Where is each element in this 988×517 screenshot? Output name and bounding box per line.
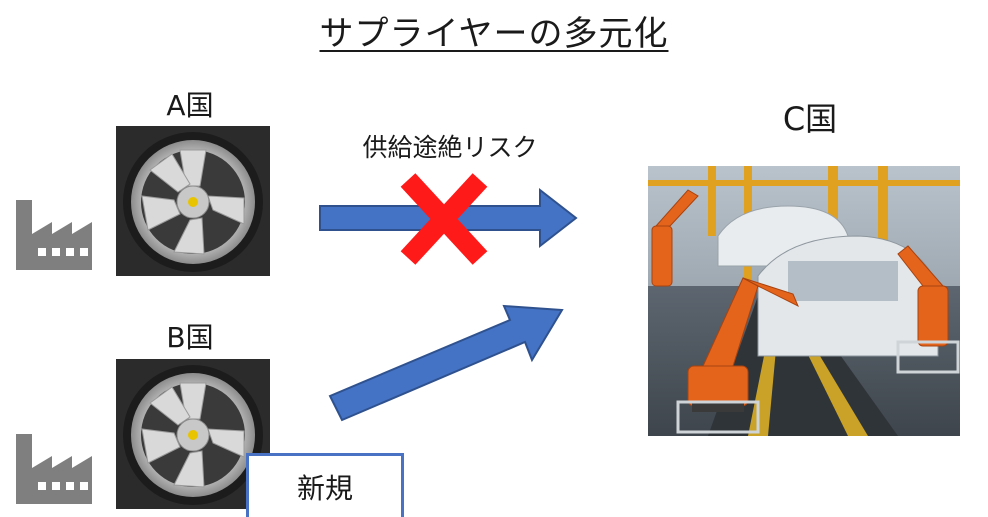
supplier-b-label: B国 [166, 321, 214, 354]
supplier-a-wheel-image [116, 126, 270, 276]
supplier-a-label: A国 [166, 89, 214, 122]
car-assembly-line-image [648, 166, 960, 436]
supply-disruption-risk-label: 供給途絶リスク [362, 133, 538, 162]
route-b-arrow [328, 304, 564, 422]
new-supplier-badge: 新規 [246, 453, 404, 517]
destination-label: C国 [782, 100, 838, 138]
supply-arrows [319, 173, 578, 422]
supplier-b-wheel-image [116, 359, 270, 509]
supplier-a-factory-icon [16, 200, 92, 270]
diagram-title: サプライヤーの多元化 [319, 14, 669, 54]
red-x-icon [400, 173, 488, 265]
supplier-b-factory-icon [16, 434, 92, 504]
